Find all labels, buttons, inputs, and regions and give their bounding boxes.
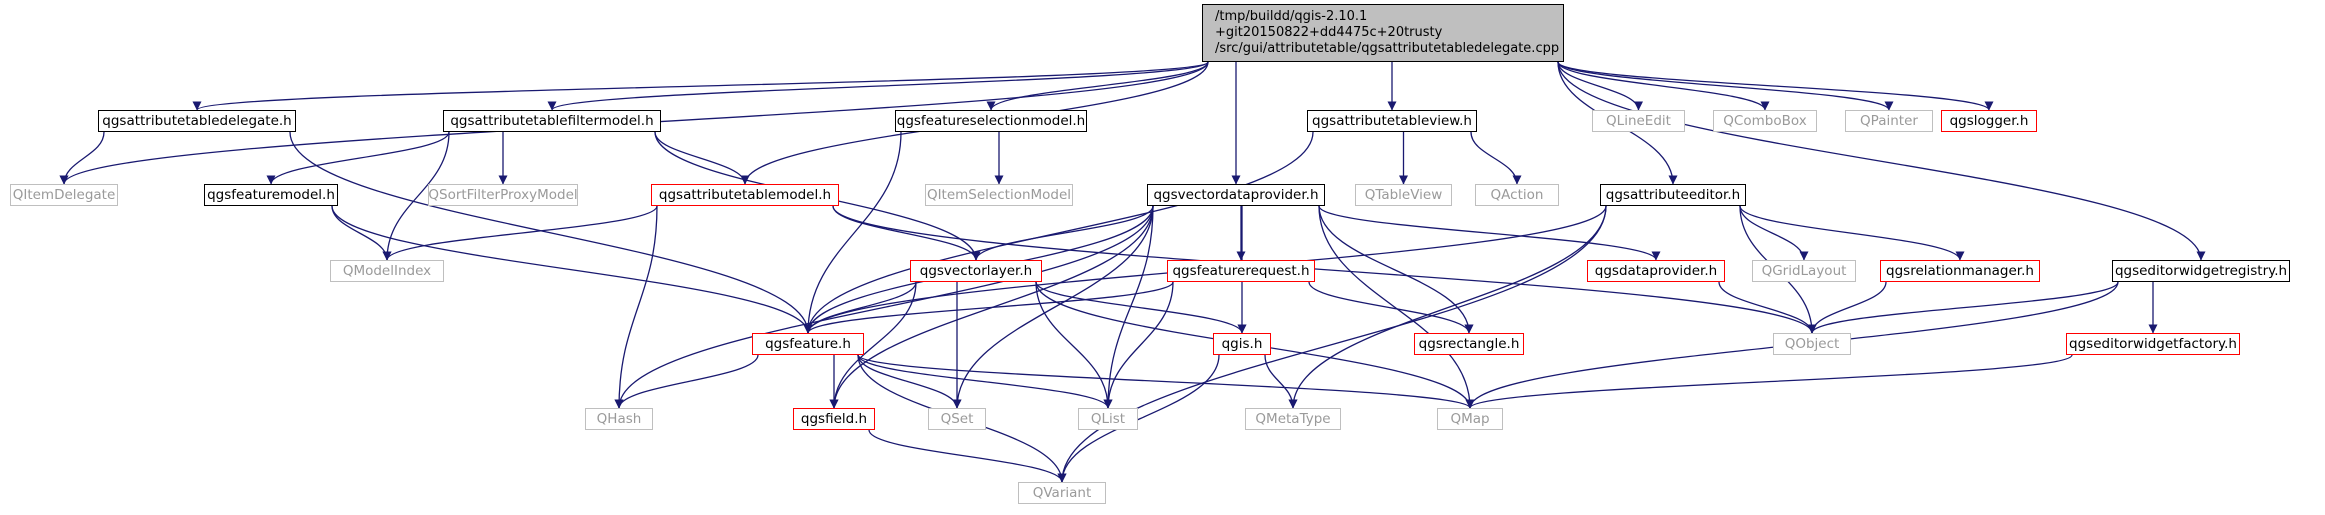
- node-qgsdataprovider-h[interactable]: qgsdataprovider.h: [1587, 260, 1725, 282]
- node-qgsrectangle-h[interactable]: qgsrectangle.h: [1414, 333, 1524, 355]
- node-qgis-h[interactable]: qgis.h: [1213, 333, 1271, 355]
- node-qgsattributetableview-h[interactable]: qgsattributetableview.h: [1307, 110, 1477, 132]
- edge-qgseditorwidgetregistry_h-to-QObject: [1807, 281, 2119, 334]
- edge-root-to-QPainter: [1557, 61, 1894, 111]
- node-qlineedit: QLineEdit: [1592, 110, 1685, 132]
- edge-qgsattributetableview_h-to-QAction: [1470, 131, 1522, 185]
- edge-qgsattributetablefiltermodel_h-to-QModelIndex: [382, 131, 450, 261]
- edge-qgseditorwidgetfactory_h-to-QMap: [1465, 354, 2073, 409]
- edge-qgsvectordataprovider_h-to-QHash: [614, 205, 1154, 409]
- node-qitemdelegate: QItemDelegate: [10, 184, 118, 206]
- root-file-node[interactable]: /tmp/buildd/qgis-2.10.1 +git20150822+dd4…: [1202, 4, 1564, 62]
- node-qgslogger-h[interactable]: qgslogger.h: [1941, 110, 2037, 132]
- edge-root-to-qgslogger_h: [1557, 61, 1994, 111]
- edge-qgsfeaturerequest_h-to-qgsrectangle_h: [1308, 281, 1474, 334]
- node-qgsfeaturemodel-h[interactable]: qgsfeaturemodel.h: [204, 184, 338, 206]
- node-qgsfeaturerequest-h[interactable]: qgsfeaturerequest.h: [1167, 260, 1315, 282]
- edge-qgsattributetabledelegate_h-to-QItemDelegate: [59, 131, 105, 185]
- edge-root-to-qgsattributetablefiltermodel_h: [547, 61, 1209, 111]
- edge-qgsattributeeditor_h-to-qgsrelationmanager_h: [1739, 205, 1965, 261]
- edge-qgsfeature_h-to-QSet: [857, 354, 962, 409]
- node-qgsvectorlayer-h[interactable]: qgsvectorlayer.h: [910, 260, 1042, 282]
- node-qvariant: QVariant: [1018, 482, 1106, 504]
- node-qgseditorwidgetregistry-h[interactable]: qgseditorwidgetregistry.h: [2112, 260, 2290, 282]
- edge-qgsfeature_h-to-QList: [857, 354, 1113, 409]
- node-qlist: QList: [1078, 408, 1138, 430]
- root-path-line-2: +git20150822+dd4475c+20trusty: [1215, 25, 1443, 40]
- node-qmap: QMap: [1437, 408, 1503, 430]
- edge-qgsvectordataprovider_h-to-qgsvectorlayer_h: [971, 205, 1154, 261]
- node-qmodelindex: QModelIndex: [330, 260, 444, 282]
- node-qgsvectordataprovider-h[interactable]: qgsvectordataprovider.h: [1147, 184, 1325, 206]
- node-qgsfeatureselectionmodel-h[interactable]: qgsfeatureselectionmodel.h: [895, 110, 1087, 132]
- edge-qgsvectorlayer_h-to-qgsfield_h: [829, 281, 917, 409]
- edge-qgsattributetablemodel_h-to-QObject: [832, 205, 1817, 334]
- node-qgsfeature-h[interactable]: qgsfeature.h: [752, 333, 864, 355]
- edge-qgis_h-to-QVariant: [1057, 354, 1220, 483]
- edge-qgsattributetablemodel_h-to-QHash: [614, 205, 658, 409]
- node-qgsfield-h[interactable]: qgsfield.h: [793, 408, 875, 430]
- edge-root-to-qgseditorwidgetregistry_h: [1557, 61, 2206, 261]
- node-qpainter: QPainter: [1845, 110, 1933, 132]
- edge-qgsattributetablefiltermodel_h-to-qgsfeaturemodel_h: [266, 131, 450, 185]
- edge-qgsfeature_h-to-QHash: [614, 354, 759, 409]
- node-qhash: QHash: [585, 408, 653, 430]
- node-qsortfilterproxymodel: QSortFilterProxyModel: [428, 184, 578, 206]
- edge-qgsfeature_h-to-QMap: [857, 354, 1475, 409]
- edge-qgsattributetableview_h-to-qgsfeature_h: [803, 131, 1314, 334]
- edge-qgsattributetablemodel_h-to-QModelIndex: [382, 205, 658, 261]
- edge-qgsvectordataprovider_h-to-QList: [1103, 205, 1154, 409]
- edge-layer: [59, 61, 2206, 483]
- node-qobject: QObject: [1773, 333, 1851, 355]
- node-qitemselectionmodel: QItemSelectionModel: [925, 184, 1073, 206]
- edge-qgsvectordataprovider_h-to-QSet: [952, 205, 1154, 409]
- node-qtableview: QTableView: [1355, 184, 1452, 206]
- edge-qgsattributetabledelegate_h-to-qgsfeature_h: [289, 131, 813, 334]
- edge-qgsfeaturemodel_h-to-qgsfeature_h: [331, 205, 813, 334]
- node-qgsattributetabledelegate-h[interactable]: qgsattributetabledelegate.h: [98, 110, 296, 132]
- edge-qgsfeaturerequest_h-to-qgsfeature_h: [803, 281, 1174, 334]
- root-path-line-1: /tmp/buildd/qgis-2.10.1: [1215, 9, 1368, 24]
- node-qset: QSet: [928, 408, 986, 430]
- edge-qgsfield_h-to-QVariant: [868, 429, 1067, 483]
- edge-qgsattributetablefiltermodel_h-to-qgsattributetablemodel_h: [654, 131, 750, 185]
- edge-qgsattributeeditor_h-to-QMetaType: [1288, 205, 1607, 409]
- edge-root-to-qgsfeatureselectionmodel_h: [986, 61, 1209, 111]
- edge-qgsvectordataprovider_h-to-QMap: [1318, 205, 1475, 409]
- edge-qgsvectordataprovider_h-to-qgsdataprovider_h: [1318, 205, 1661, 261]
- edge-qgsattributeeditor_h-to-QVariant: [1057, 205, 1607, 483]
- node-qgridlayout: QGridLayout: [1752, 260, 1856, 282]
- node-qaction: QAction: [1475, 184, 1559, 206]
- edge-root-to-QComboBox: [1557, 61, 1770, 111]
- edge-qgsvectordataprovider_h-to-qgsrectangle_h: [1318, 205, 1474, 334]
- edge-qgsattributeeditor_h-to-QGridLayout: [1739, 205, 1809, 261]
- edge-qgsdataprovider_h-to-QObject: [1718, 281, 1817, 334]
- node-qgsrelationmanager-h[interactable]: qgsrelationmanager.h: [1880, 260, 2040, 282]
- node-qgsattributeeditor-h[interactable]: qgsattributeeditor.h: [1600, 184, 1746, 206]
- edge-qgsfeatureselectionmodel_h-to-qgsfeature_h: [803, 131, 902, 334]
- node-qcombobox: QComboBox: [1713, 110, 1817, 132]
- edge-qgsfeaturerequest_h-to-QList: [1103, 281, 1174, 409]
- root-path-line-3: /src/gui/attributetable/qgsattributetabl…: [1215, 41, 1560, 56]
- node-qgsattributetablefiltermodel-h[interactable]: qgsattributetablefiltermodel.h: [443, 110, 661, 132]
- edge-qgsfeaturemodel_h-to-QModelIndex: [331, 205, 392, 261]
- node-qgsattributetablemodel-h[interactable]: qgsattributetablemodel.h: [651, 184, 839, 206]
- edge-qgis_h-to-QMetaType: [1264, 354, 1298, 409]
- edge-qgsvectorlayer_h-to-QList: [1035, 281, 1113, 409]
- edge-qgsvectorlayer_h-to-qgis_h: [1035, 281, 1247, 334]
- node-qgseditorwidgetfactory-h[interactable]: qgseditorwidgetfactory.h: [2066, 333, 2240, 355]
- edge-root-to-qgsattributetabledelegate_h: [192, 61, 1209, 111]
- node-qmetatype: QMetaType: [1245, 408, 1341, 430]
- edge-root-to-QLineEdit: [1557, 61, 1643, 111]
